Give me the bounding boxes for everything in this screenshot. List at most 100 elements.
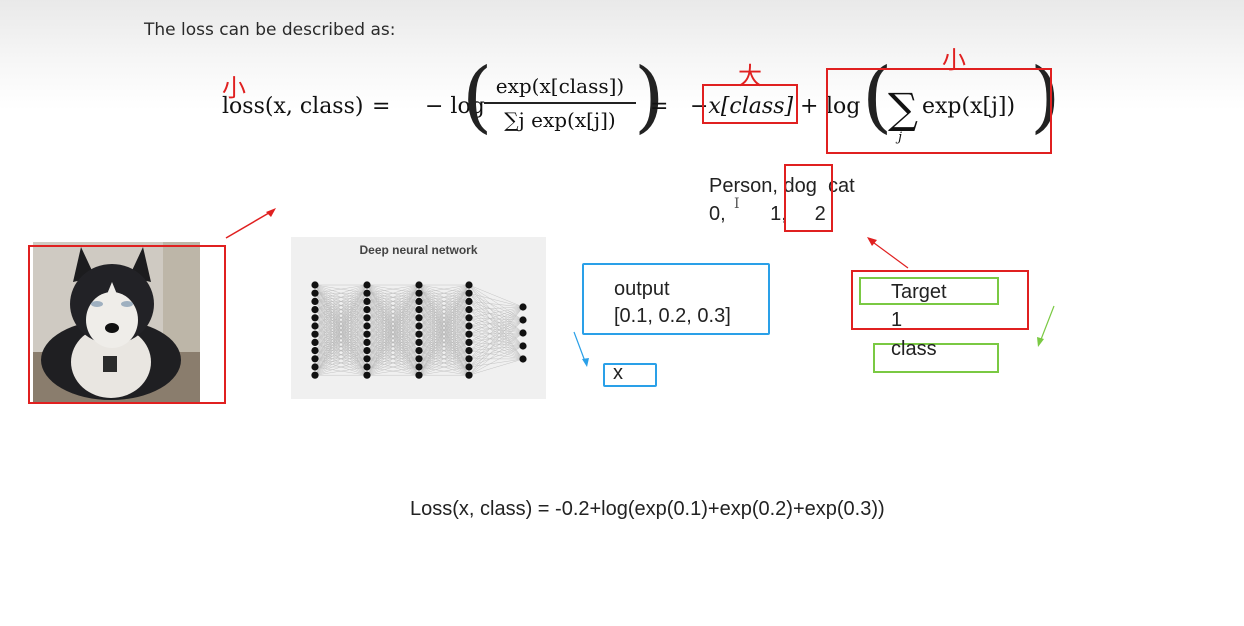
network-edge	[468, 358, 524, 368]
highlight-box-dog	[784, 164, 833, 232]
network-edge	[468, 306, 524, 318]
fraction-bar	[484, 102, 636, 104]
network-edge	[468, 306, 524, 327]
network-node	[363, 297, 371, 305]
network-edge	[418, 284, 470, 302]
network-edge	[468, 306, 524, 310]
network-node	[415, 347, 423, 355]
network-node	[363, 347, 371, 355]
network-node	[465, 371, 473, 379]
annotation-small-right: 小	[942, 46, 966, 74]
husky-image	[33, 242, 200, 402]
network-edge	[468, 332, 524, 359]
formula-neg-log: − log	[425, 94, 485, 119]
network-edge	[468, 325, 524, 347]
network-node	[363, 322, 371, 330]
network-edge	[418, 284, 470, 310]
network-edge	[366, 309, 420, 376]
network-edge	[418, 334, 470, 376]
network-edge	[314, 334, 368, 376]
arrow-up-left-icon	[867, 237, 909, 269]
network-node	[363, 289, 371, 297]
x-label: x	[613, 362, 623, 384]
formula-sigma-subscript: j	[898, 130, 903, 145]
annotation-big: 大	[738, 62, 762, 90]
network-node	[465, 314, 473, 322]
network-node	[363, 371, 371, 379]
network-node	[415, 363, 423, 371]
network-edge	[418, 293, 470, 376]
class-label: class	[891, 338, 937, 360]
network-node	[311, 306, 319, 314]
network-edge	[468, 306, 524, 376]
formula-right-paren: )	[634, 52, 665, 142]
network-edge	[314, 293, 368, 376]
network-node	[415, 371, 423, 379]
network-edge	[314, 284, 368, 310]
network-edge	[468, 334, 524, 347]
formula-equals-2: =	[650, 94, 669, 119]
formula-fraction: exp(x[class]) ∑j exp(x[j])	[484, 74, 636, 132]
network-node	[465, 363, 473, 371]
network-edge	[418, 358, 470, 376]
network-edge	[468, 332, 524, 335]
network-edge	[468, 358, 524, 376]
network-edge	[314, 284, 368, 335]
network-edge	[418, 309, 470, 376]
text-cursor-icon: I	[734, 196, 740, 212]
formula-denominator: ∑j exp(x[j])	[504, 107, 616, 132]
network-edge	[314, 284, 368, 327]
network-node	[519, 303, 527, 311]
arrow-down-left-icon	[1037, 305, 1055, 347]
network-edge	[468, 350, 524, 360]
network-edge	[366, 284, 420, 310]
network-edge	[468, 306, 524, 368]
network-edge	[418, 350, 470, 376]
network-node	[363, 281, 371, 289]
network-title: Deep neural network	[359, 243, 478, 257]
network-edge	[468, 345, 524, 376]
network-edge	[468, 319, 524, 368]
network-edge	[468, 306, 524, 359]
highlight-box-x-class	[702, 84, 798, 124]
network-node	[311, 297, 319, 305]
network-node	[415, 297, 423, 305]
formula-equals: =	[372, 94, 391, 119]
network-edge	[418, 317, 470, 376]
network-edge	[468, 319, 524, 343]
network-edge	[418, 284, 470, 368]
network-edge	[314, 284, 368, 302]
network-edge	[366, 284, 420, 343]
network-edge	[468, 319, 524, 335]
network-node	[311, 281, 319, 289]
network-node	[311, 330, 319, 338]
network-edge	[468, 319, 524, 376]
network-edge	[366, 284, 420, 359]
network-node	[415, 314, 423, 322]
network-edge	[468, 319, 524, 359]
formula-right-paren-2: )	[1030, 52, 1061, 142]
network-edge	[314, 366, 368, 376]
network-edge	[418, 284, 470, 376]
network-node	[311, 322, 319, 330]
network-edge	[468, 345, 524, 359]
network-edge	[468, 317, 524, 334]
network-edge	[418, 284, 470, 335]
network-edge	[468, 334, 524, 360]
network-edge	[468, 319, 524, 327]
network-edge	[468, 293, 524, 308]
output-values: [0.1, 0.2, 0.3]	[614, 305, 731, 327]
network-edge	[366, 317, 420, 376]
network-edge	[468, 306, 524, 343]
network-node	[363, 363, 371, 371]
target-value: 1	[891, 309, 903, 331]
network-edge	[468, 317, 524, 321]
network-node	[519, 342, 527, 350]
class-names: Person, dog cat	[709, 175, 855, 197]
network-edge	[468, 325, 524, 334]
network-edge	[468, 332, 524, 343]
network-edge	[314, 342, 368, 376]
network-edge	[366, 358, 420, 376]
network-edge	[314, 284, 368, 368]
network-node	[415, 330, 423, 338]
